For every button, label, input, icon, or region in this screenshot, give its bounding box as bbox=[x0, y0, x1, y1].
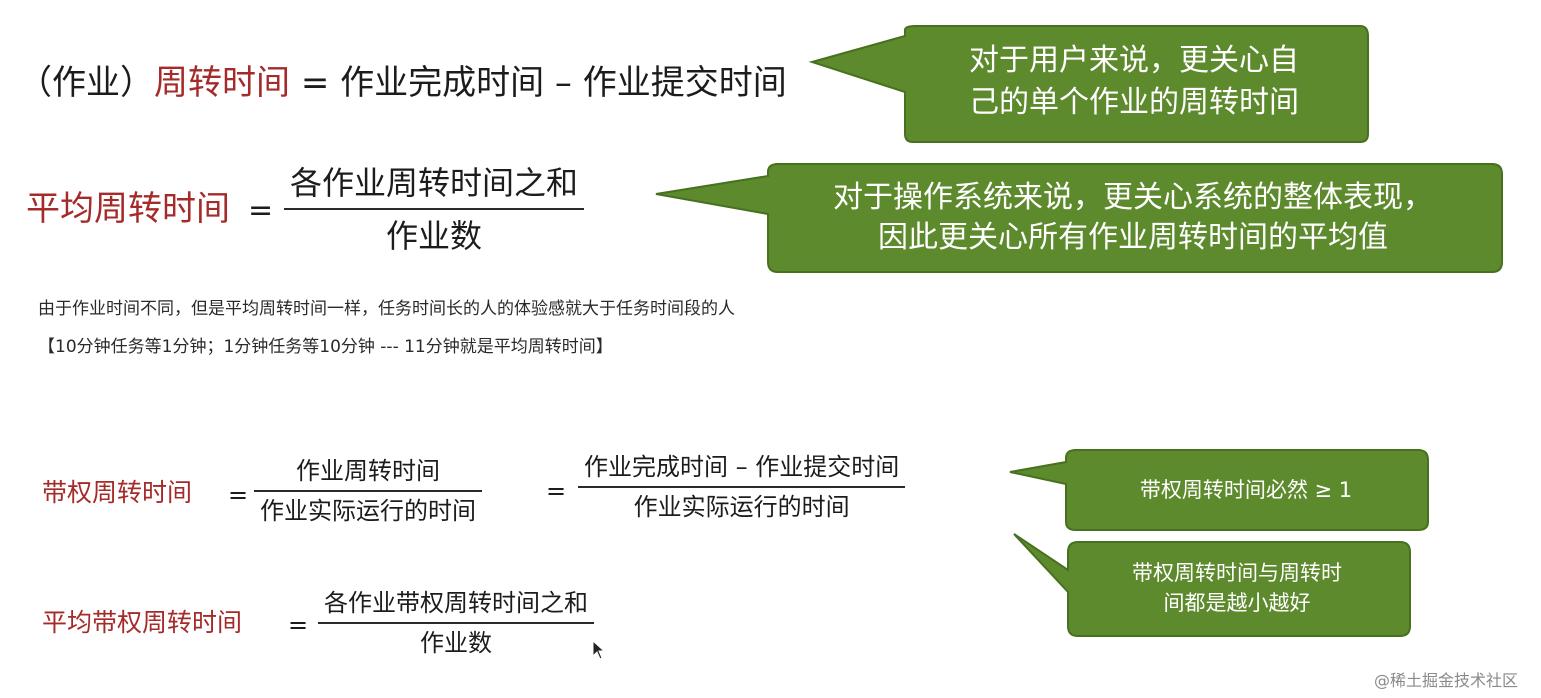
fraction-bar bbox=[254, 490, 482, 492]
formula1-prefix: （作业） bbox=[18, 63, 154, 103]
formula4-term: 平均带权周转时间 bbox=[42, 608, 243, 637]
formula2-numerator: 各作业周转时间之和 bbox=[290, 164, 579, 202]
formula3-fraction-1: 作业周转时间 作业实际运行的时间 bbox=[254, 452, 482, 530]
callout-2-line-1: 对于操作系统来说，更关心系统的整体表现， bbox=[833, 180, 1433, 215]
fraction-bar bbox=[318, 622, 594, 624]
formula1-term: 周转时间 bbox=[154, 63, 290, 103]
callout-4-text: 带权周转时间与周转时 间都是越小越好 bbox=[1066, 558, 1408, 618]
callout-1-shape bbox=[808, 25, 1369, 143]
fraction-bar bbox=[578, 486, 906, 488]
callout-4-shape bbox=[1013, 533, 1411, 637]
formula-turnaround-time: （作业）周转时间 = 作业完成时间 – 作业提交时间 bbox=[18, 58, 787, 108]
note-line-2: 【10分钟任务等1分钟；1分钟任务等10分钟 --- 11分钟就是平均周转时间】 bbox=[38, 337, 613, 357]
callout-3-shape bbox=[1009, 449, 1429, 531]
formula3-term: 带权周转时间 bbox=[42, 478, 193, 507]
callout-3-text: 带权周转时间必然 ≥ 1 bbox=[1139, 478, 1353, 502]
callout-2-shape bbox=[655, 163, 1503, 273]
callout-2-line-2: 因此更关心所有作业周转时间的平均值 bbox=[878, 220, 1388, 255]
formula2-fraction: 各作业周转时间之和 作业数 bbox=[284, 158, 585, 262]
callout-1-line-2: 己的单个作业的周转时间 bbox=[969, 85, 1299, 120]
formula4-fraction: 各作业带权周转时间之和 作业数 bbox=[318, 584, 594, 662]
watermark: @稀土掘金技术社区 bbox=[1374, 671, 1519, 690]
callout-4-line-1: 带权周转时间与周转时 bbox=[1132, 561, 1342, 585]
formula2-denominator: 作业数 bbox=[386, 217, 483, 255]
formula3-denominator-1: 作业实际运行的时间 bbox=[260, 497, 476, 525]
formula4-numerator: 各作业带权周转时间之和 bbox=[324, 589, 588, 617]
formula3-fraction-2: 作业完成时间 – 作业提交时间 作业实际运行的时间 bbox=[578, 448, 906, 526]
callout-2-text: 对于操作系统来说，更关心系统的整体表现， 因此更关心所有作业周转时间的平均值 bbox=[766, 178, 1500, 258]
formula2-term: 平均周转时间 bbox=[26, 189, 230, 229]
mouse-cursor-icon bbox=[592, 640, 606, 660]
formula4-equals: = bbox=[288, 611, 309, 639]
formula3-equals-2: = bbox=[546, 477, 567, 505]
formula3-denominator-2: 作业实际运行的时间 bbox=[633, 493, 850, 521]
fraction-bar bbox=[284, 208, 585, 210]
callout-1-line-1: 对于用户来说，更关心自 bbox=[969, 43, 1299, 78]
callout-4-line-2: 间都是越小越好 bbox=[1163, 591, 1311, 615]
formula3-equals-1: = bbox=[228, 481, 249, 509]
formula1-rhs: = 作业完成时间 – 作业提交时间 bbox=[300, 63, 787, 103]
callout-1-text: 对于用户来说，更关心自 己的单个作业的周转时间 bbox=[905, 40, 1363, 124]
formula2-equals: = bbox=[248, 193, 274, 228]
formula3-numerator-2: 作业完成时间 – 作业提交时间 bbox=[584, 453, 900, 481]
note-line-1: 由于作业时间不同，但是平均周转时间一样，任务时间长的人的体验感就大于任务时间段的… bbox=[38, 299, 735, 319]
formula4-denominator: 作业数 bbox=[420, 629, 492, 657]
formula3-numerator-1: 作业周转时间 bbox=[296, 457, 440, 485]
